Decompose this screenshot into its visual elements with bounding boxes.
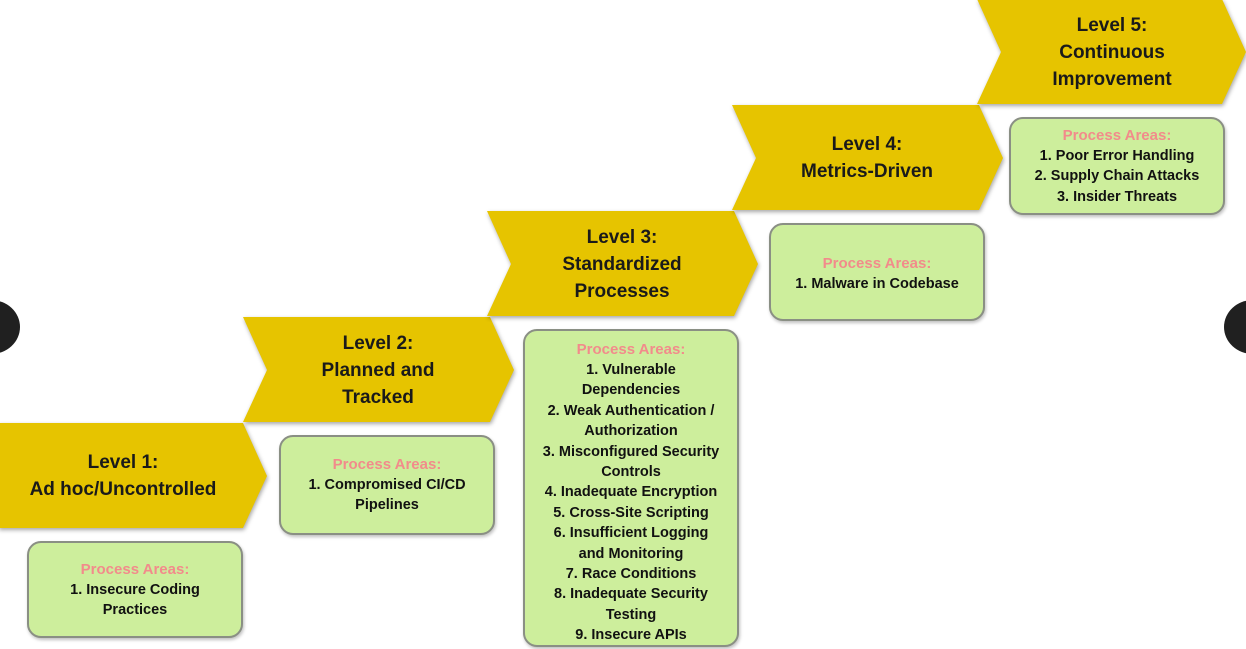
previous-slide-button[interactable]: [0, 300, 20, 354]
process-area-item: Pipelines: [355, 497, 419, 514]
level-2-title-line-2: Planned and: [321, 359, 435, 381]
level-2-chevron: Level 2: Planned and Tracked: [243, 317, 515, 423]
next-slide-button[interactable]: [1224, 300, 1246, 354]
process-area-item: Practices: [102, 602, 168, 619]
level-1-process-areas: Process Areas: 1. Insecure Coding Practi…: [27, 541, 243, 638]
process-area-item: 5. Cross-Site Scripting: [553, 504, 709, 521]
level-5-title-line-3: Improvement: [1052, 68, 1172, 90]
process-area-item: Authorization: [584, 423, 678, 440]
level-2-process-areas: Process Areas: 1. Compromised CI/CD Pipe…: [279, 435, 495, 535]
process-area-item: 2. Weak Authentication /: [547, 402, 715, 419]
process-area-item: 7. Race Conditions: [565, 566, 697, 583]
process-areas-label: Process Areas:: [1062, 127, 1172, 144]
process-areas-label: Process Areas:: [576, 341, 686, 358]
level-3-process-areas: Process Areas: 1. Vulnerable Dependencie…: [523, 329, 739, 647]
process-area-item: 1. Poor Error Handling: [1039, 148, 1195, 164]
process-area-item: 1. Vulnerable: [586, 362, 676, 378]
process-area-item: Dependencies: [581, 382, 681, 399]
chevron-shape: [0, 423, 267, 528]
level-5-chevron: Level 5: Continuous Improvement: [977, 0, 1246, 105]
process-area-item: 9. Insecure APIs: [575, 627, 687, 644]
level-4-title-line-1: Level 4:: [831, 134, 903, 155]
process-area-item: 6. Insufficient Logging: [553, 525, 709, 542]
process-area-item: and Monitoring: [578, 545, 684, 562]
level-3-chevron: Level 3: Standardized Processes: [487, 211, 759, 317]
level-3-title-line-3: Processes: [574, 280, 670, 302]
level-1-title-line-1: Level 1:: [87, 452, 159, 473]
level-5-title-line-2: Continuous: [1059, 41, 1165, 63]
process-areas-label: Process Areas:: [80, 561, 190, 578]
process-area-item: 3. Misconfigured Security: [542, 443, 720, 460]
process-area-item: Testing: [605, 606, 657, 623]
process-area-item: 4. Inadequate Encryption: [544, 484, 718, 501]
level-4-process-areas: Process Areas: 1. Malware in Codebase: [769, 223, 985, 321]
level-5-title: Level 5: Continuous Improvement: [1001, 0, 1223, 105]
level-2-title-line-1: Level 2:: [342, 332, 414, 354]
chevron-shape: [243, 317, 514, 422]
level-4-title-line-2: Metrics-Driven: [801, 161, 933, 182]
chevron-shape: [977, 0, 1246, 104]
process-area-item: 1. Insecure Coding: [70, 582, 200, 598]
level-2-title-line-3: Tracked: [342, 386, 414, 408]
process-area-item: 1. Malware in Codebase: [795, 276, 959, 292]
process-areas-label: Process Areas:: [332, 456, 442, 473]
level-2-title: Level 2: Planned and Tracked: [267, 317, 489, 423]
chevron-shape: [732, 105, 1003, 210]
level-1-chevron: Level 1: Ad hoc/Uncontrolled: [0, 423, 268, 529]
level-4-chevron: Level 4: Metrics-Driven: [732, 105, 1004, 211]
level-4-title: Level 4: Metrics-Driven: [756, 105, 978, 211]
level-1-title-line-2: Ad hoc/Uncontrolled: [29, 479, 217, 500]
level-5-process-areas: Process Areas: 1. Poor Error Handling 2.…: [1009, 117, 1225, 215]
level-3-title-line-1: Level 3:: [586, 226, 658, 248]
process-area-item: 8. Inadequate Security: [554, 586, 708, 603]
level-5-title-line-1: Level 5:: [1076, 14, 1148, 36]
process-area-item: 2. Supply Chain Attacks: [1034, 168, 1200, 185]
level-1-title: Level 1: Ad hoc/Uncontrolled: [0, 423, 248, 529]
chevron-shape: [487, 211, 758, 316]
level-3-title: Level 3: Standardized Processes: [511, 211, 733, 317]
process-areas-label: Process Areas:: [822, 255, 932, 272]
process-area-item: 3. Insider Threats: [1056, 188, 1178, 205]
level-3-title-line-2: Standardized: [562, 253, 682, 275]
process-area-item: 1. Compromised CI/CD: [308, 477, 466, 493]
process-area-item: Controls: [601, 464, 661, 481]
